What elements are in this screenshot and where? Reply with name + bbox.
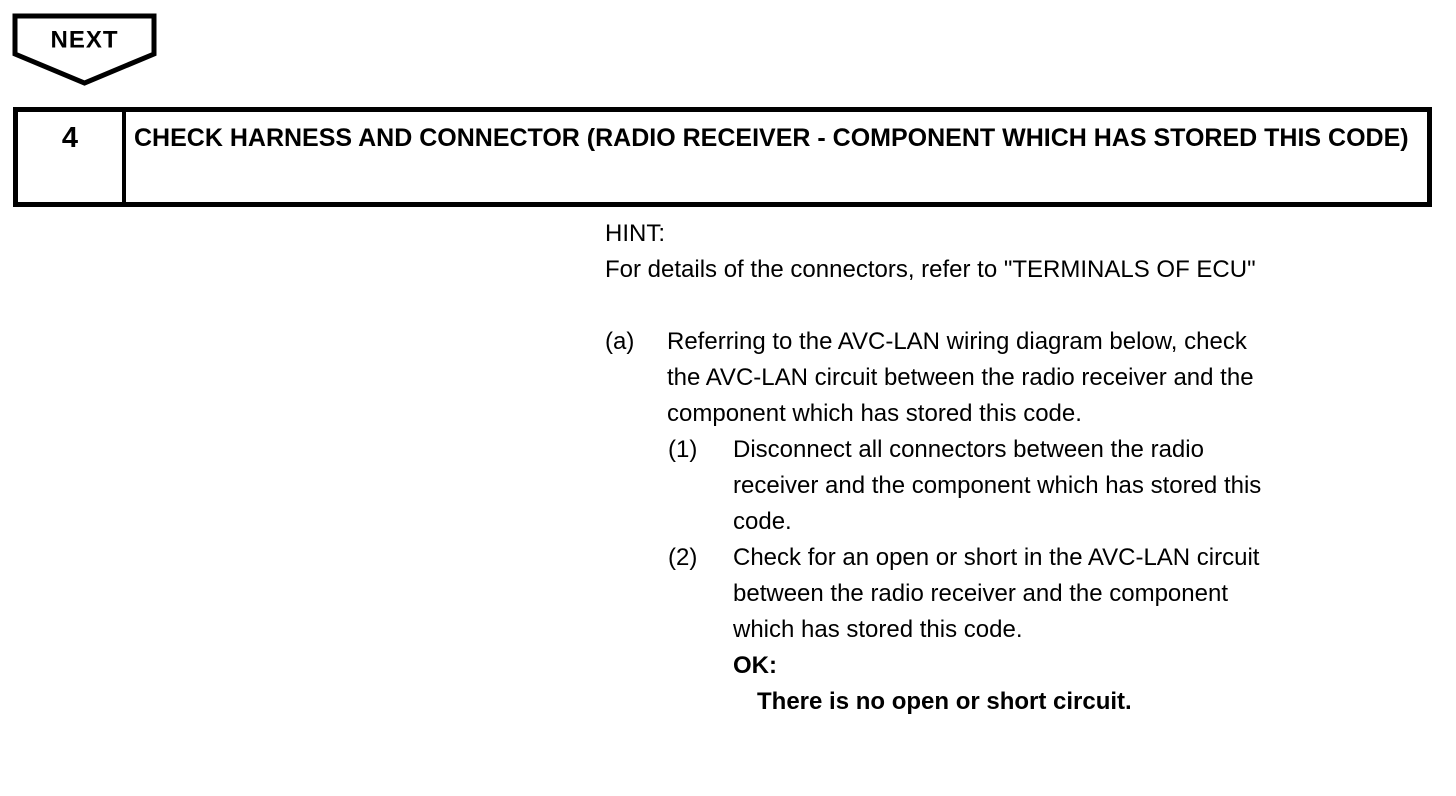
step-title: CHECK HARNESS AND CONNECTOR (RADIO RECEI… [134,124,1409,152]
substep-2-text: Check for an open or short in the AVC-LA… [733,544,1260,643]
ok-label: OK: [733,652,777,679]
hint-text: For details of the connectors, refer to … [605,256,1256,283]
procedure-content: HINT: For details of the connectors, ref… [605,216,1450,720]
substep-1: (1) Disconnect all connectors between th… [668,432,1450,540]
substep-1-text: Disconnect all connectors between the ra… [733,436,1262,535]
step-title-cell: CHECK HARNESS AND CONNECTOR (RADIO RECEI… [126,112,1427,202]
step-header-table: 4 CHECK HARNESS AND CONNECTOR (RADIO REC… [13,107,1432,207]
substep-2-marker: (2) [668,544,698,571]
next-button-label: NEXT [50,27,118,54]
substep-2: (2) Check for an open or short in the AV… [668,540,1450,648]
next-button[interactable]: NEXT [12,13,162,89]
item-a-text: Referring to the AVC-LAN wiring diagram … [667,328,1254,427]
hint-block: HINT: For details of the connectors, ref… [605,216,1450,288]
procedure-item-a: (a) Referring to the AVC-LAN wiring diag… [605,324,1450,432]
ok-result: There is no open or short circuit. [757,688,1132,715]
hint-label: HINT: [605,220,665,247]
step-number: 4 [61,122,79,154]
step-number-cell: 4 [18,112,126,202]
item-a-marker: (a) [605,328,635,355]
next-button-shape [12,13,157,86]
substep-1-marker: (1) [668,436,698,463]
